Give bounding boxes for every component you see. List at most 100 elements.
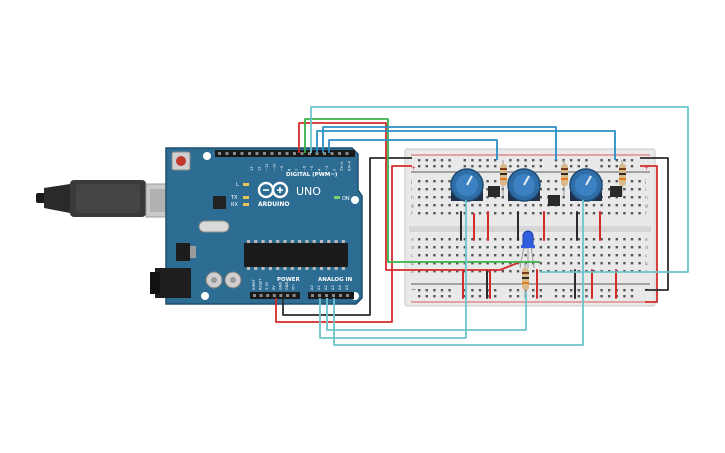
header-pin[interactable]	[318, 294, 321, 297]
header-pin[interactable]	[325, 294, 328, 297]
pin-label: ~5	[310, 166, 314, 171]
dc-power-jack	[150, 268, 191, 298]
wire-blue-2	[322, 126, 557, 160]
row-letter: j	[644, 179, 646, 185]
mounting-hole	[203, 152, 211, 160]
header-pin[interactable]	[255, 152, 259, 155]
potentiometer[interactable]	[450, 168, 484, 202]
header-pin[interactable]	[225, 152, 229, 155]
brand-label: ARDUINO	[258, 201, 289, 208]
header-pin[interactable]	[323, 152, 326, 155]
potentiometer[interactable]	[569, 168, 603, 202]
pin-label: A0	[310, 285, 314, 290]
model-label: UNO	[296, 185, 321, 198]
pin-label: Vin	[292, 284, 296, 290]
row-letter: c	[411, 254, 414, 259]
header-pin[interactable]	[272, 294, 276, 297]
rail-plus-label: +	[644, 165, 649, 172]
header-pin[interactable]	[266, 294, 270, 297]
pin-label: 4	[318, 168, 322, 171]
potentiometer[interactable]	[507, 168, 541, 202]
pin-label: A2	[324, 285, 328, 290]
row-letter: g	[411, 204, 414, 209]
row-letter: h	[411, 195, 414, 201]
digital-header	[215, 150, 355, 157]
row-letter: b	[411, 261, 414, 267]
wire-digital-red	[298, 122, 521, 271]
row-letter: b	[645, 261, 648, 267]
row-letter: f	[411, 211, 413, 217]
header-pin[interactable]	[263, 152, 266, 155]
rgb-led[interactable]	[519, 230, 535, 269]
push-button[interactable]	[548, 195, 560, 206]
pin-label: ~11	[265, 163, 269, 171]
header-pin[interactable]	[292, 294, 296, 297]
push-button[interactable]	[610, 186, 622, 197]
pin-label: 13	[250, 166, 254, 171]
on-led	[334, 196, 340, 199]
header-pin[interactable]	[339, 294, 342, 297]
power-label: POWER	[277, 277, 301, 283]
rx-led	[243, 203, 249, 206]
header-pin[interactable]	[253, 294, 256, 297]
push-button[interactable]	[488, 186, 500, 197]
wire-blue-3	[328, 139, 498, 160]
header-pin[interactable]	[259, 294, 263, 297]
row-letter: j	[410, 179, 412, 185]
arduino-logo-icon	[257, 181, 289, 199]
pin-label: A5	[345, 285, 349, 290]
wire-teal-top	[310, 106, 689, 273]
row-letter: f	[645, 211, 647, 217]
pin-label: 5V	[272, 285, 276, 290]
analog-header	[308, 292, 354, 299]
wire-5v-right	[640, 165, 658, 303]
on-label: ON	[342, 196, 350, 202]
header-pin[interactable]	[279, 294, 283, 297]
l-led	[243, 183, 249, 186]
header-pin[interactable]	[300, 152, 304, 155]
analog-label: ANALOG IN	[318, 277, 353, 283]
header-pin[interactable]	[338, 152, 341, 155]
header-pin[interactable]	[278, 152, 281, 155]
usb-chip	[213, 196, 226, 209]
pin-label: A4	[338, 285, 342, 290]
header-pin[interactable]	[293, 152, 296, 155]
tx-led	[243, 196, 249, 199]
header-pin[interactable]	[330, 152, 334, 155]
pin-label: 2	[333, 169, 337, 171]
header-pin[interactable]	[248, 152, 251, 155]
pin-label: RX←0	[348, 160, 352, 171]
row-letter: e	[411, 238, 414, 243]
arduino-board: L TX RX ON ARDUINO UNO DIGITAL (PWM~) PO…	[150, 147, 363, 305]
resistor	[500, 160, 507, 196]
header-pin[interactable]	[315, 152, 319, 155]
pin-label: 7	[295, 169, 299, 171]
atmega-chip	[244, 240, 348, 270]
pin-label: 12	[258, 166, 262, 171]
wire-analog-a1	[326, 292, 527, 331]
header-pin[interactable]	[332, 294, 335, 297]
mounting-hole	[351, 196, 359, 204]
pin-label: A1	[317, 285, 321, 290]
header-pin[interactable]	[346, 294, 349, 297]
resistor	[522, 262, 529, 298]
row-letter: h	[645, 195, 648, 201]
header-pin[interactable]	[270, 152, 274, 155]
wire-5v	[275, 165, 412, 323]
wire-gnd	[282, 157, 412, 316]
wire-gnd-right	[640, 157, 669, 291]
header-pin[interactable]	[308, 152, 311, 155]
digital-label: DIGITAL (PWM~)	[286, 172, 338, 178]
wire-blue-1	[316, 130, 616, 160]
header-pin[interactable]	[240, 152, 244, 155]
header-pin[interactable]	[345, 152, 349, 155]
header-pin[interactable]	[233, 152, 236, 155]
row-letter: d	[411, 245, 414, 251]
header-pin[interactable]	[285, 152, 289, 155]
header-pin[interactable]	[218, 152, 221, 155]
header-pin[interactable]	[286, 294, 289, 297]
reset-button[interactable]	[171, 151, 191, 171]
header-pin[interactable]	[311, 294, 314, 297]
mounting-hole	[201, 292, 209, 300]
